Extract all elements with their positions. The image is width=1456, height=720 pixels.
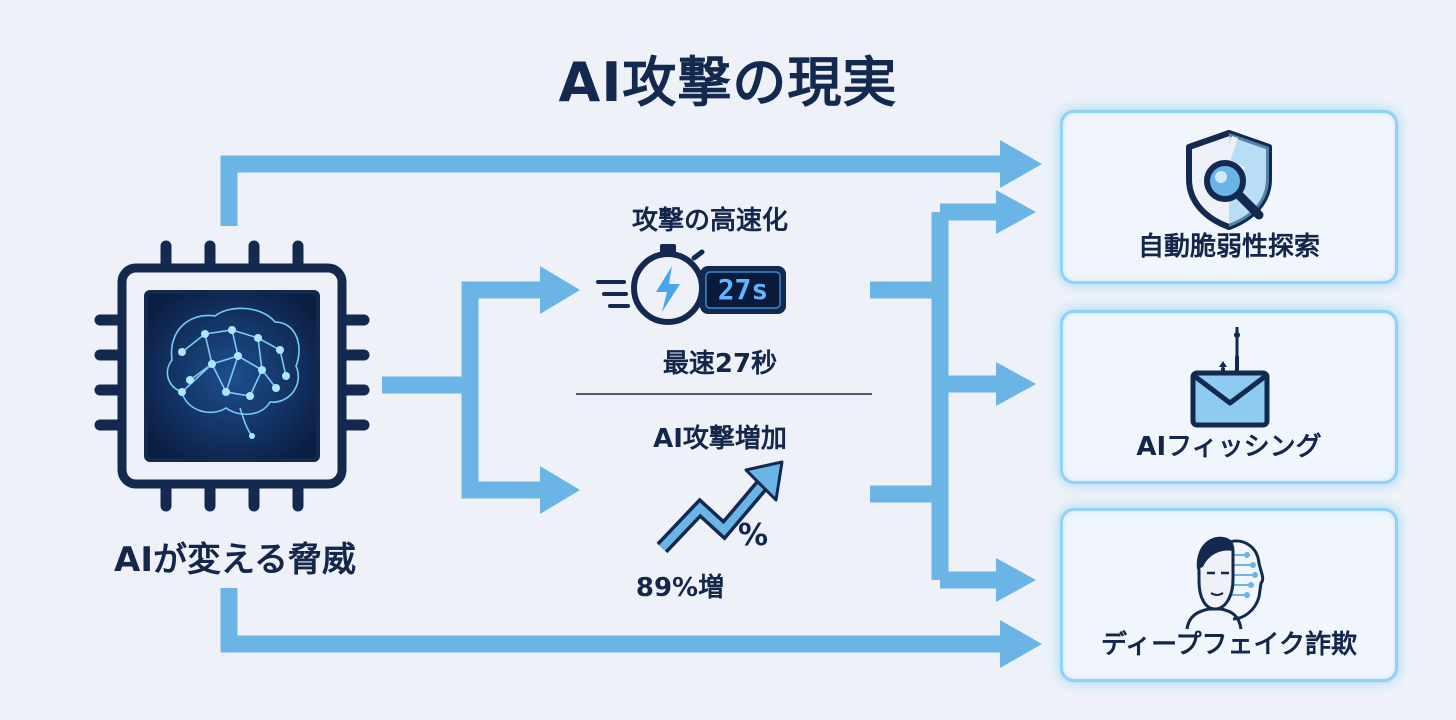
phishing-hook-envelope-icon xyxy=(1190,327,1270,428)
broken-shield-magnifier-icon xyxy=(1186,130,1272,230)
target-box-vulnerability-scan: 自動脆弱性探索 xyxy=(1060,110,1398,284)
arrow-heads xyxy=(540,140,1042,668)
arrow-bottom-to-box3 xyxy=(220,588,1005,653)
target-box-deepfake: ディープフェイク詐欺 xyxy=(1060,508,1398,682)
source-label: AIが変える脅威 xyxy=(114,540,356,580)
timer-display: 27s xyxy=(717,273,769,306)
increase-label: AI攻撃増加 xyxy=(653,424,787,454)
speed-value: 最速27秒 xyxy=(662,349,778,379)
target-label-3: ディープフェイク詐欺 xyxy=(1100,630,1358,660)
arrowhead-box3 xyxy=(996,558,1036,602)
arrowhead-speed xyxy=(540,266,580,314)
trend-up-arrow-icon xyxy=(656,460,784,554)
arrowhead-box1 xyxy=(996,190,1036,234)
target-box-ai-phishing: AIフィッシング xyxy=(1060,310,1398,484)
ai-chip-brain-icon xyxy=(94,240,370,512)
flow-arrows xyxy=(220,155,1005,653)
arrow-top-to-box1 xyxy=(220,155,1005,226)
arrow-branch-speed xyxy=(461,281,545,490)
stopwatch-icon xyxy=(596,244,786,325)
speed-label: 攻撃の高速化 xyxy=(631,206,788,236)
arrowhead-bottom xyxy=(1000,620,1042,668)
target-label-2: AIフィッシング xyxy=(1136,432,1322,462)
arrowhead-box2 xyxy=(996,362,1036,406)
arrowhead-increase xyxy=(540,466,580,514)
arrowhead-top xyxy=(1000,140,1042,188)
arrow-branch-increase xyxy=(461,380,545,499)
increase-value: 89%増 xyxy=(635,573,725,603)
percent-sign: % xyxy=(738,518,769,553)
target-label-1: 自動脆弱性探索 xyxy=(1137,232,1320,262)
page-title: AI攻撃の現実 xyxy=(558,51,898,114)
deepfake-face-icon xyxy=(1185,536,1265,630)
